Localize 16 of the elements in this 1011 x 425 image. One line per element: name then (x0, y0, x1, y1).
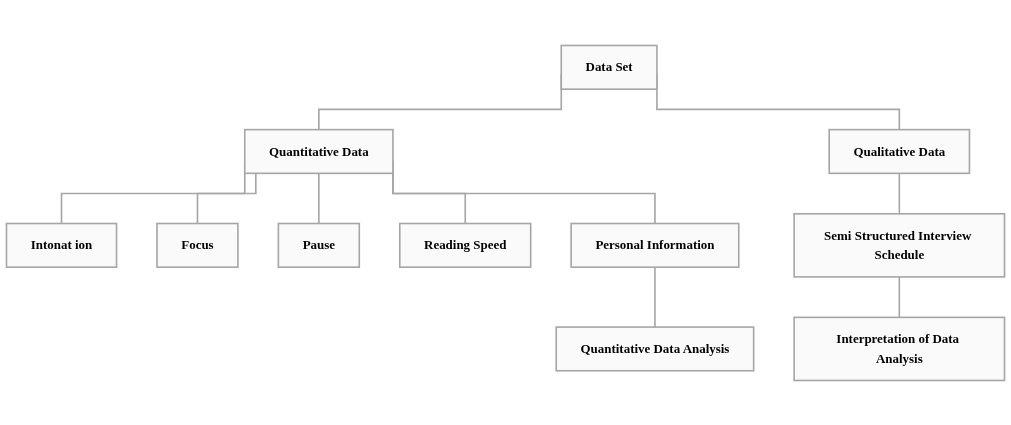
connector (898, 172, 901, 215)
connector (898, 275, 901, 318)
node-box: Interpretation of Data Analysis (793, 316, 1006, 381)
node-box: Quantitative Data (243, 128, 394, 174)
node-box: Personal Information (570, 222, 740, 268)
node-box: Pause (277, 222, 361, 268)
node-box: Semi Structured Interview Schedule (793, 212, 1006, 278)
connector (318, 172, 320, 224)
node-box: Reading Speed (398, 222, 532, 268)
node-box: Data Set (560, 44, 658, 90)
node-box: Quantitative Data Analysis (555, 325, 755, 372)
node-box: Qualitative Data (828, 128, 971, 174)
connector (196, 172, 257, 224)
node-box: Intonat ion (5, 222, 118, 268)
connector (654, 265, 656, 328)
node-box: Focus (156, 222, 239, 268)
